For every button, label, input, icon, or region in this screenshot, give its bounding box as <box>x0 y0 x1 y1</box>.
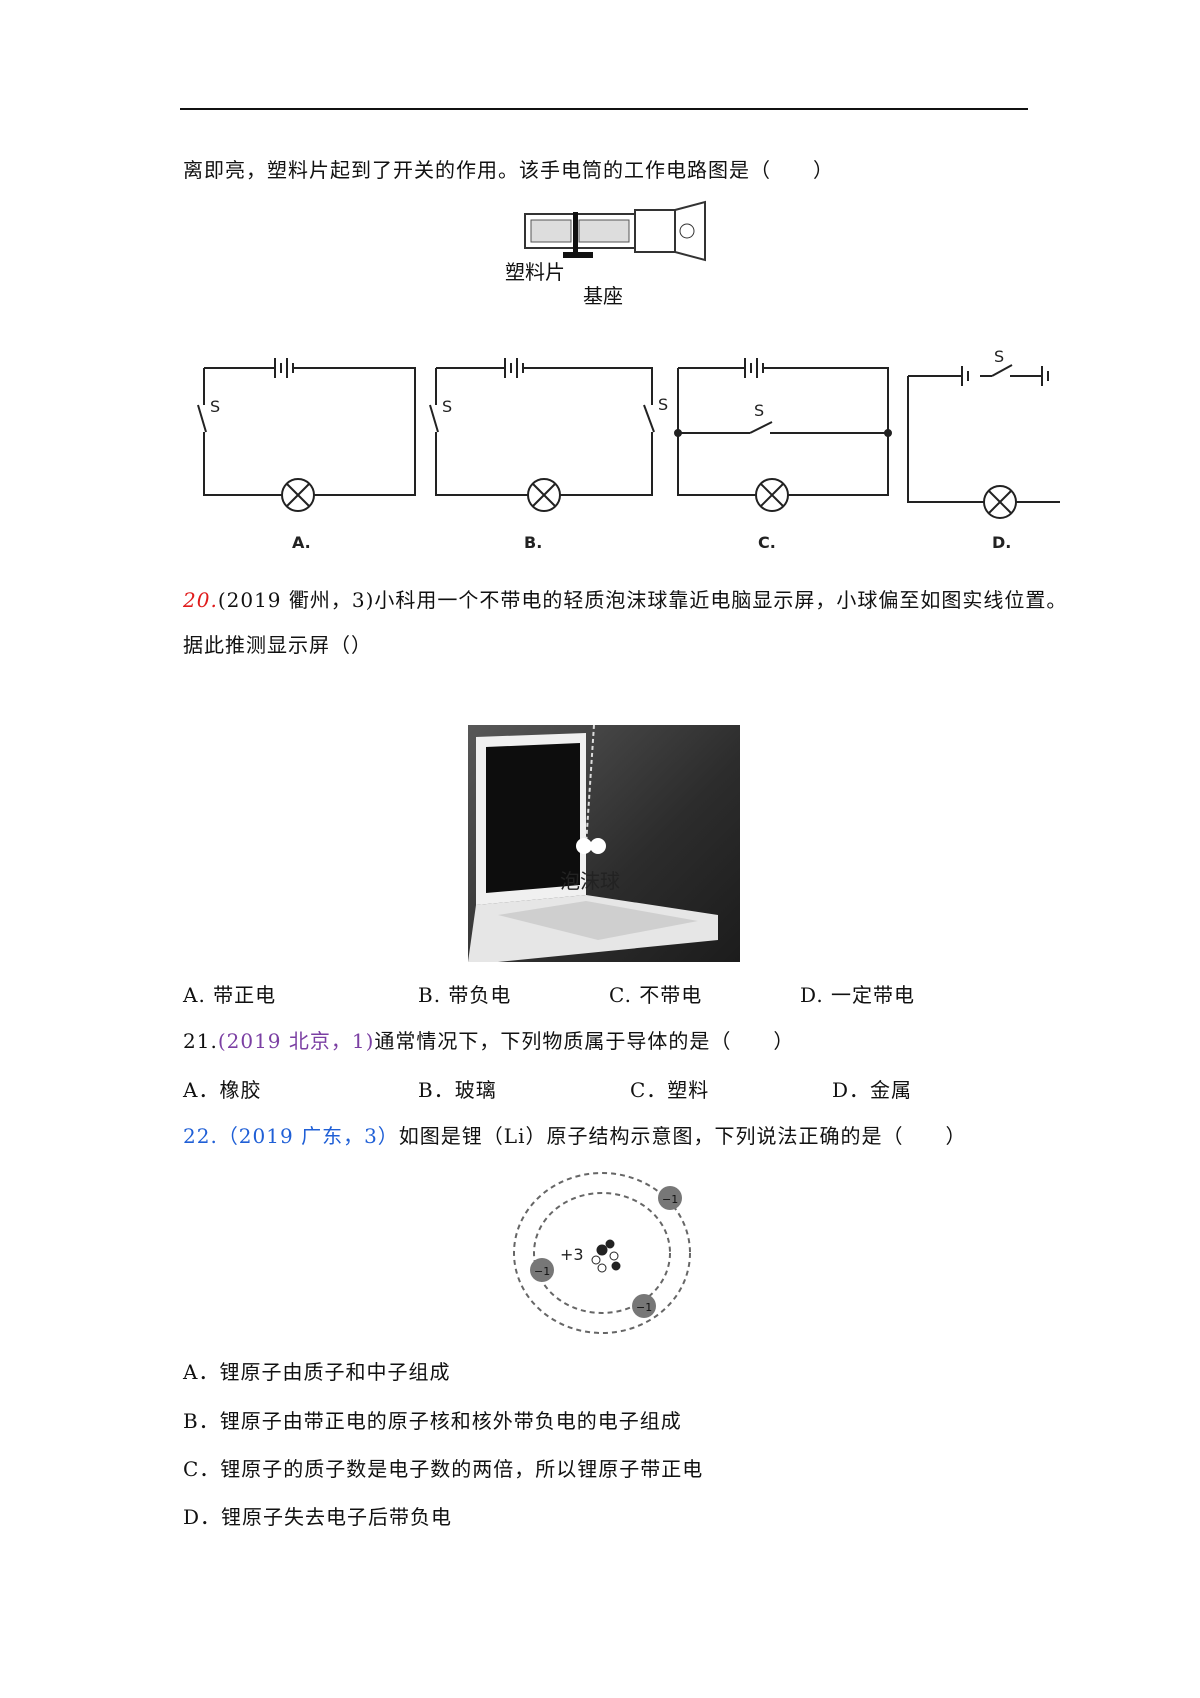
q20-option-a: A. 带正电 <box>183 983 277 1007</box>
q22-number: 22. <box>183 1124 218 1148</box>
svg-text:S: S <box>994 350 1004 366</box>
q20-text: 小科用一个不带电的轻质泡沫球靠近电脑显示屏，小球偏至如图实线位置。 <box>374 588 1068 612</box>
q20-line2: 据此推测显示屏（） <box>183 633 372 657</box>
q22-option-d: D．锂原子失去电子后带负电 <box>183 1505 453 1529</box>
q20-line1: 20.(2019 衢州，3)小科用一个不带电的轻质泡沫球靠近电脑显示屏，小球偏至… <box>183 587 1067 613</box>
q22-line: 22.（2019 广东，3）如图是锂（Li）原子结构示意图，下列说法正确的是（ … <box>183 1123 966 1149</box>
circuit-options-figure: S S S S S A. B. C. D. <box>180 347 1091 560</box>
circuit-c <box>674 358 892 512</box>
q21-option-a: A．橡胶 <box>183 1078 262 1102</box>
q19-text: 离即亮，塑料片起到了开关的作用。该手电筒的工作电路图是（ ） <box>183 158 834 182</box>
laptop-photo: 泡沫球 <box>468 725 740 962</box>
svg-text:S: S <box>658 395 668 414</box>
q21-option-b: B．玻璃 <box>418 1078 497 1102</box>
electron-label-2: −1 <box>534 1265 550 1278</box>
electron-label-1: −1 <box>662 1193 678 1206</box>
q21-line: 21.(2019 北京，1)通常情况下，下列物质属于导体的是（ ） <box>183 1028 794 1054</box>
lithium-atom-figure: +3 −1 −1 −1 <box>510 1168 700 1338</box>
circuit-label-a: A. <box>292 533 311 552</box>
flashlight-figure: 塑料片 基座 <box>495 200 735 308</box>
svg-text:S: S <box>442 397 452 416</box>
q22-source: （2019 广东，3） <box>217 1124 399 1148</box>
circuit-a <box>197 358 416 512</box>
q21-option-c: C．塑料 <box>630 1078 710 1102</box>
circuit-label-c: C. <box>758 533 776 552</box>
base-label: 基座 <box>583 284 623 308</box>
q22-text: 如图是锂（Li）原子结构示意图，下列说法正确的是（ ） <box>398 1124 967 1148</box>
q21-source: (2019 北京，1) <box>217 1029 375 1053</box>
header-rule <box>180 108 1028 110</box>
foam-ball-label: 泡沫球 <box>560 869 620 893</box>
q21-number: 21. <box>183 1029 218 1053</box>
q20-option-c: C. 不带电 <box>609 983 703 1007</box>
electron-label-3: −1 <box>636 1301 652 1314</box>
svg-text:S: S <box>210 397 220 416</box>
circuit-label-b: B. <box>524 533 542 552</box>
q22-option-c: C．锂原子的质子数是电子数的两倍，所以锂原子带正电 <box>183 1457 704 1481</box>
q22-option-a: A．锂原子由质子和中子组成 <box>183 1360 451 1384</box>
plastic-label: 塑料片 <box>505 260 565 284</box>
q22-option-b: B．锂原子由带正电的原子核和核外带负电的电子组成 <box>183 1409 682 1433</box>
circuit-label-d: D. <box>992 533 1011 552</box>
svg-text:S: S <box>754 401 764 420</box>
q20-number: 20. <box>183 588 218 612</box>
q20-option-d: D. 一定带电 <box>800 983 916 1007</box>
nucleus-charge: +3 <box>560 1245 584 1264</box>
circuit-b <box>429 358 655 512</box>
circuit-d <box>907 364 1091 519</box>
q20-source: (2019 衢州，3) <box>217 588 375 612</box>
q21-option-d: D．金属 <box>832 1078 913 1102</box>
q20-option-b: B. 带负电 <box>418 983 512 1007</box>
q21-text: 通常情况下，下列物质属于导体的是（ ） <box>374 1029 795 1053</box>
